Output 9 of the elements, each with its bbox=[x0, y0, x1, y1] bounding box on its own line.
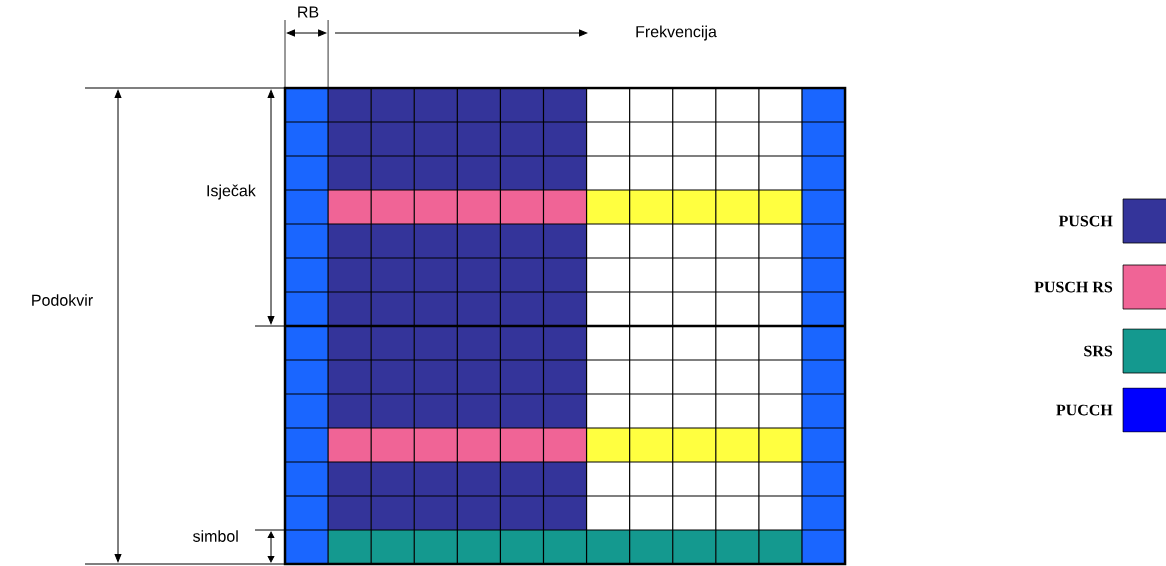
legend-label: PUSCH bbox=[1058, 215, 1113, 227]
dimension-label: Podokvir bbox=[32, 294, 93, 306]
dimension-label: simbol bbox=[193, 530, 238, 542]
legend-label: PUSCH RS bbox=[1034, 281, 1113, 293]
legend-label: PUCCH bbox=[1056, 404, 1113, 416]
dimension-label: RB bbox=[298, 6, 319, 18]
dimension-label: Isječak bbox=[207, 184, 256, 200]
dimension-label: Frekvencija bbox=[636, 25, 717, 41]
legend-label: SRS bbox=[1084, 345, 1113, 357]
